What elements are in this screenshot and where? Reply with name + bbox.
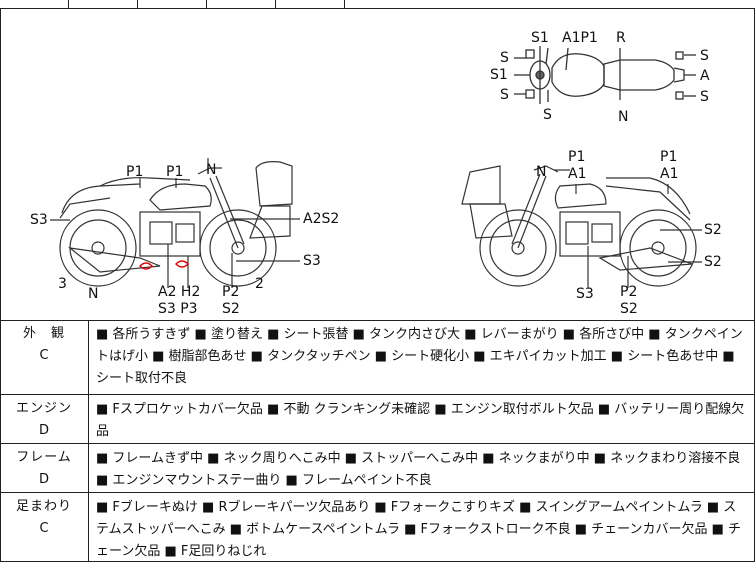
condition-items: ■ 各所うすきず ■ 塗り替え ■ シート張替 ■ タンク内さび大 ■ レバーま… (96, 327, 743, 386)
condition-row-suspension: 足まわり C ■ Fブレーキぬけ ■ Rブレーキパーツ欠品あり ■ Fフォークこ… (0, 493, 755, 561)
right-label-p2: P2 (620, 284, 638, 300)
right-label-n-top: N (536, 164, 547, 180)
left-label-a2s2: A2S2 (303, 211, 340, 227)
left-label-a2h2: A2 H2 (158, 284, 201, 300)
condition-items: ■ Fスプロケットカバー欠品 ■ 不動 クランキング未確認 ■ エンジン取付ボル… (96, 402, 745, 439)
category-name: 外 観 (22, 326, 65, 341)
top-label-a1p1: A1P1 (562, 30, 598, 46)
category-grade: C (39, 521, 49, 536)
right-label-p1-a: P1 (568, 149, 586, 165)
right-label-s3: S3 (576, 286, 594, 302)
top-label-s-left-top: S (500, 50, 509, 66)
condition-items: ■ フレームきず中 ■ ネック周りへこみ中 ■ ストッパーへこみ中 ■ ネックま… (96, 451, 741, 488)
category-name: フレーム (16, 450, 72, 465)
category-grade: D (38, 423, 49, 438)
left-label-s3p3: S3 P3 (158, 301, 198, 317)
top-label-n-below: N (618, 109, 629, 125)
top-label-s1: S1 (531, 30, 549, 46)
left-label-2: 2 (255, 276, 264, 292)
left-label-n-top: N (206, 162, 217, 178)
top-label-s-left-bot: S (500, 87, 509, 103)
row-category: エンジン D (0, 395, 89, 443)
right-label-a1-a: A1 (568, 166, 587, 182)
top-label-s-below: S (543, 107, 552, 123)
category-grade: D (38, 472, 49, 487)
damage-diagram: S1 A1P1 R S S1 S S N S A S P1 P1 N S3 A2… (0, 8, 755, 321)
condition-items: ■ Fブレーキぬけ ■ Rブレーキパーツ欠品あり ■ Fフォークこすりキズ ■ … (96, 500, 742, 559)
left-label-s3: S3 (30, 212, 48, 228)
strip-cell (207, 0, 276, 8)
strip-cell (138, 0, 207, 8)
top-table-remnant (0, 0, 755, 8)
row-category: 外 観 C (0, 320, 89, 394)
right-label-s2-a: S2 (704, 222, 722, 238)
left-label-p1-a: P1 (126, 164, 144, 180)
left-label-p2: P2 (222, 284, 240, 300)
strip-cell (69, 0, 138, 8)
condition-row-exterior: 外 観 C ■ 各所うすきず ■ 塗り替え ■ シート張替 ■ タンク内さび大 … (0, 320, 755, 395)
right-side-motorcycle (461, 165, 702, 288)
left-label-3: 3 (58, 276, 67, 292)
damage-marks-red (139, 260, 189, 270)
motorcycle-drawings (50, 46, 702, 288)
top-label-a-right: A (700, 68, 710, 84)
condition-row-frame: フレーム D ■ フレームきず中 ■ ネック周りへこみ中 ■ ストッパーへこみ中… (0, 444, 755, 493)
top-view-motorcycle (514, 46, 696, 104)
right-label-a1-b: A1 (660, 166, 679, 182)
category-grade: C (39, 348, 49, 363)
category-name: 足まわり (15, 499, 72, 514)
row-category: 足まわり C (0, 493, 89, 561)
right-label-p1-b: P1 (660, 149, 678, 165)
left-label-s2: S2 (222, 301, 240, 317)
top-label-s-right-bot: S (700, 89, 709, 105)
condition-row-engine: エンジン D ■ Fスプロケットカバー欠品 ■ 不動 クランキング未確認 ■ エ… (0, 395, 755, 444)
row-category: フレーム D (0, 444, 89, 492)
left-label-p1-b: P1 (166, 164, 184, 180)
top-label-s-right-top: S (700, 48, 709, 64)
right-label-s2-b: S2 (704, 254, 722, 270)
strip-cell (0, 0, 69, 8)
strip-cell (276, 0, 345, 8)
right-label-s2-c: S2 (620, 301, 638, 317)
category-name: エンジン (15, 401, 72, 416)
left-label-s3-right: S3 (303, 253, 321, 269)
left-label-n-bottom: N (88, 286, 99, 302)
top-label-s1-left: S1 (490, 67, 508, 83)
left-side-motorcycle (50, 158, 300, 288)
top-label-r: R (616, 30, 626, 46)
